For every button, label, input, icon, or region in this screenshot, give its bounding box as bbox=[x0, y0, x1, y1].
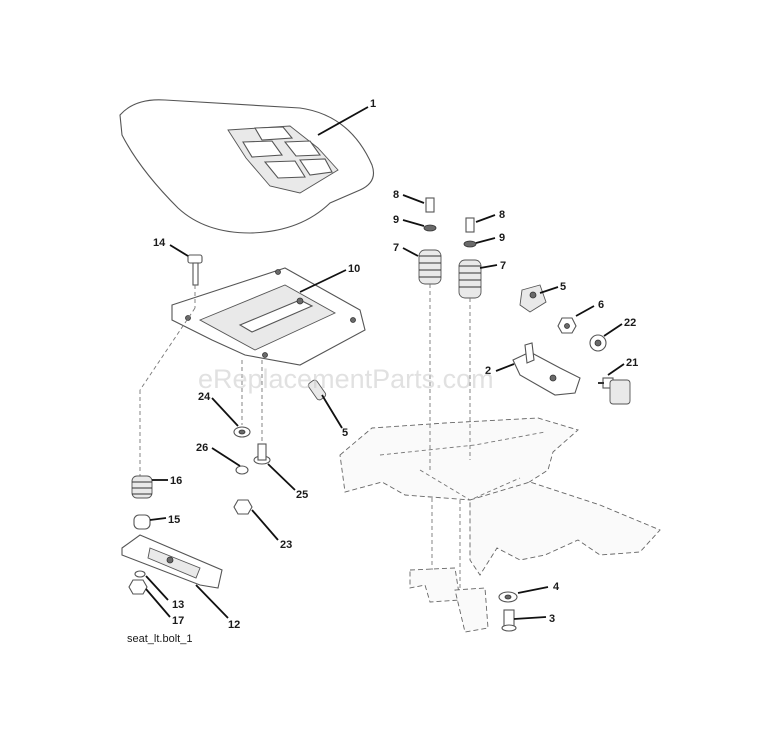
callout-13: 13 bbox=[172, 599, 184, 611]
fitting-5-lower bbox=[307, 379, 327, 401]
nut-23 bbox=[233, 499, 253, 515]
callout-25: 25 bbox=[296, 489, 308, 501]
callout-22: 22 bbox=[624, 317, 636, 329]
callout-8: 8 bbox=[499, 209, 505, 221]
callout-5: 5 bbox=[342, 427, 348, 439]
callout-14: 14 bbox=[153, 237, 166, 249]
bolt-3 bbox=[501, 609, 517, 632]
washer-4 bbox=[498, 591, 518, 603]
callout-10: 10 bbox=[348, 263, 360, 275]
callout-9: 9 bbox=[393, 214, 399, 226]
nut-17 bbox=[128, 579, 148, 595]
washer-13 bbox=[134, 570, 146, 578]
callout-26: 26 bbox=[196, 442, 208, 454]
bolt-14 bbox=[187, 254, 203, 308]
callout-7: 7 bbox=[393, 242, 399, 254]
nut-22 bbox=[589, 334, 607, 352]
leader-lines bbox=[145, 106, 625, 620]
switch-21 bbox=[598, 377, 631, 405]
watermark: eReplacementParts.com bbox=[198, 364, 494, 394]
bracket-12 bbox=[121, 534, 223, 589]
spring-assembly-left bbox=[418, 197, 442, 470]
callout-7: 7 bbox=[500, 260, 506, 272]
seat bbox=[119, 99, 375, 234]
callout-23: 23 bbox=[280, 539, 292, 551]
callout-2: 2 bbox=[485, 365, 491, 377]
callout-17: 17 bbox=[172, 615, 184, 627]
callout-12: 12 bbox=[228, 619, 240, 631]
knob-5-upper bbox=[519, 284, 547, 313]
callout-15: 15 bbox=[168, 514, 180, 526]
callout-24: 24 bbox=[198, 391, 211, 403]
callout-9: 9 bbox=[499, 232, 505, 244]
nut-6 bbox=[557, 317, 577, 334]
tractor-frame bbox=[339, 417, 661, 633]
diagram-caption: seat_lt.bolt_1 bbox=[127, 633, 192, 645]
callout-6: 6 bbox=[598, 299, 604, 311]
spring-16 bbox=[131, 475, 153, 499]
callout-21: 21 bbox=[626, 357, 638, 369]
callout-1: 1 bbox=[370, 98, 376, 110]
bracket-2 bbox=[512, 342, 581, 396]
bolt-25 bbox=[253, 443, 271, 465]
washer-24 bbox=[233, 426, 251, 438]
callout-8: 8 bbox=[393, 189, 399, 201]
callout-4: 4 bbox=[553, 581, 560, 593]
seat-pan bbox=[171, 267, 366, 366]
callout-16: 16 bbox=[170, 475, 182, 487]
spacer-15 bbox=[133, 514, 151, 530]
spring-assembly-right bbox=[458, 217, 482, 460]
callout-3: 3 bbox=[549, 613, 555, 625]
callout-5: 5 bbox=[560, 281, 566, 293]
callout-labels: 1 14 10 8 9 7 8 9 7 5 6 22 2 21 24 5 26 … bbox=[153, 98, 638, 631]
washer-26 bbox=[235, 465, 249, 475]
